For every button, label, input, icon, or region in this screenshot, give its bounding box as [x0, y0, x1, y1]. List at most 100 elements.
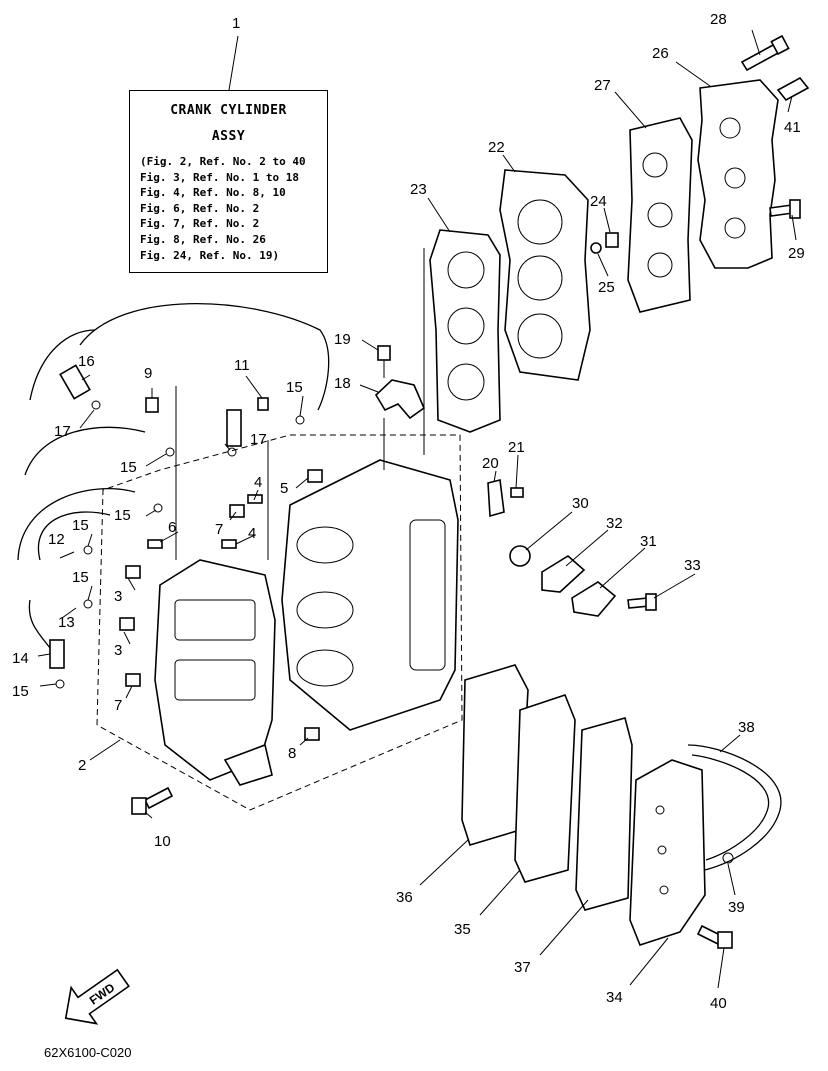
- callout-16: 16: [78, 353, 95, 370]
- bolt-10: [143, 786, 174, 810]
- head-gasket-27: [627, 117, 693, 313]
- combustion-chamber: [517, 313, 563, 359]
- callout-9: 9: [144, 365, 152, 382]
- bolt-10-head: [131, 797, 147, 815]
- callout-14: 14: [12, 650, 29, 667]
- callout-5: 5: [280, 480, 288, 497]
- bolt-21: [510, 487, 524, 498]
- callout-39: 39: [728, 899, 745, 916]
- fitting-5: [307, 469, 323, 483]
- callout-3: 3: [114, 588, 122, 605]
- crankcase-web: [174, 599, 256, 641]
- clip-39: [722, 852, 734, 864]
- cylinder-head-gasket-23: [429, 229, 501, 433]
- fitting-11-pin: [257, 397, 269, 411]
- callout-27: 27: [594, 77, 611, 94]
- assembly-outline: [96, 434, 463, 811]
- assembly-reference-box: CRANK CYLINDER ASSY (Fig. 2, Ref. No. 2 …: [129, 90, 328, 273]
- gasket-bore: [447, 363, 485, 401]
- callout-26: 26: [652, 45, 669, 62]
- clip-15: [295, 415, 305, 425]
- diagram-code: 62X6100-C020: [44, 1045, 132, 1060]
- callout-2: 2: [78, 757, 86, 774]
- assembly-reference-list: (Fig. 2, Ref. No. 2 to 40 Fig. 3, Ref. N…: [140, 154, 306, 263]
- callout-41: 41: [784, 119, 801, 136]
- cylinder-head-22: [499, 169, 591, 381]
- callout-21: 21: [508, 439, 525, 456]
- gasket-bore: [447, 251, 485, 289]
- cover-bolt-hole: [659, 885, 669, 895]
- callout-18: 18: [334, 375, 351, 392]
- combustion-chamber: [517, 199, 563, 245]
- fwd-arrow: FWD: [64, 968, 130, 1025]
- callout-34: 34: [606, 989, 623, 1006]
- callout-28: 28: [710, 11, 727, 28]
- callout-23: 23: [410, 181, 427, 198]
- cover-34: [629, 759, 706, 946]
- callout-36: 36: [396, 889, 413, 906]
- crankcase-2: [154, 559, 276, 781]
- callout-40: 40: [710, 995, 727, 1012]
- callout-38: 38: [738, 719, 755, 736]
- clamp-18: [374, 379, 425, 420]
- callout-15: 15: [114, 507, 131, 524]
- ref-number-1: 1: [232, 15, 240, 32]
- exhaust-port: [409, 519, 446, 671]
- callout-3: 3: [114, 642, 122, 659]
- callout-11: 11: [234, 357, 250, 374]
- reference-line: Fig. 7, Ref. No. 2: [140, 217, 260, 231]
- hose-14-end: [49, 639, 65, 669]
- cover-bolt-hole: [655, 805, 665, 815]
- callout-17: 17: [250, 431, 267, 448]
- hose-12: [37, 511, 111, 561]
- cylinder-bore: [296, 526, 354, 564]
- clip-15: [83, 545, 93, 555]
- callout-35: 35: [454, 921, 471, 938]
- bolt-28-head: [770, 34, 790, 56]
- head-cover-26: [697, 79, 779, 269]
- clip-15: [165, 447, 175, 457]
- hose-left-upper: [29, 329, 96, 401]
- fitting-3: [119, 617, 135, 631]
- callout-13: 13: [58, 614, 75, 631]
- reference-line: (Fig. 2, Ref. No. 2 to 40: [140, 155, 306, 168]
- callout-15: 15: [12, 683, 29, 700]
- callout-15: 15: [120, 459, 137, 476]
- crankcase-flange: [223, 743, 273, 786]
- plug-24: [605, 232, 619, 248]
- head-cover-hole: [724, 217, 746, 239]
- washer-25: [590, 242, 602, 254]
- reference-line: Fig. 8, Ref. No. 26: [140, 232, 266, 246]
- hose-16-end: [59, 364, 91, 400]
- callout-24: 24: [590, 193, 607, 210]
- leader-lines: [37, 29, 797, 989]
- callout-20: 20: [482, 455, 499, 472]
- reference-line: Fig. 3, Ref. No. 1 to 18: [140, 170, 299, 184]
- callout-15: 15: [286, 379, 303, 396]
- callout-30: 30: [572, 495, 589, 512]
- reference-line: Fig. 6, Ref. No. 2: [140, 201, 260, 215]
- plate-35: [514, 694, 576, 883]
- pin-6: [147, 539, 163, 549]
- crankcase-web: [174, 659, 256, 701]
- thermostat-30: [509, 545, 531, 567]
- gasket-hole: [642, 152, 668, 178]
- fitting-3: [125, 565, 141, 579]
- reference-line: Fig. 24, Ref. No. 19): [140, 248, 280, 262]
- bolt-40-head: [717, 931, 733, 949]
- callout-7: 7: [114, 697, 122, 714]
- callout-8: 8: [288, 745, 296, 762]
- fwd-arrow-icon: [64, 968, 130, 1025]
- reference-line: Fig. 4, Ref. No. 8, 10: [140, 186, 286, 200]
- fitting-7: [229, 504, 245, 518]
- hose-38-inner: [691, 754, 770, 861]
- clip-15: [153, 503, 163, 513]
- hose-11: [226, 409, 242, 447]
- cover-31: [571, 581, 617, 617]
- callout-15: 15: [72, 569, 89, 586]
- hose-left-low: [17, 488, 136, 561]
- gasket-hole: [647, 202, 673, 228]
- gasket-hole: [647, 252, 673, 278]
- clip-17: [91, 400, 101, 410]
